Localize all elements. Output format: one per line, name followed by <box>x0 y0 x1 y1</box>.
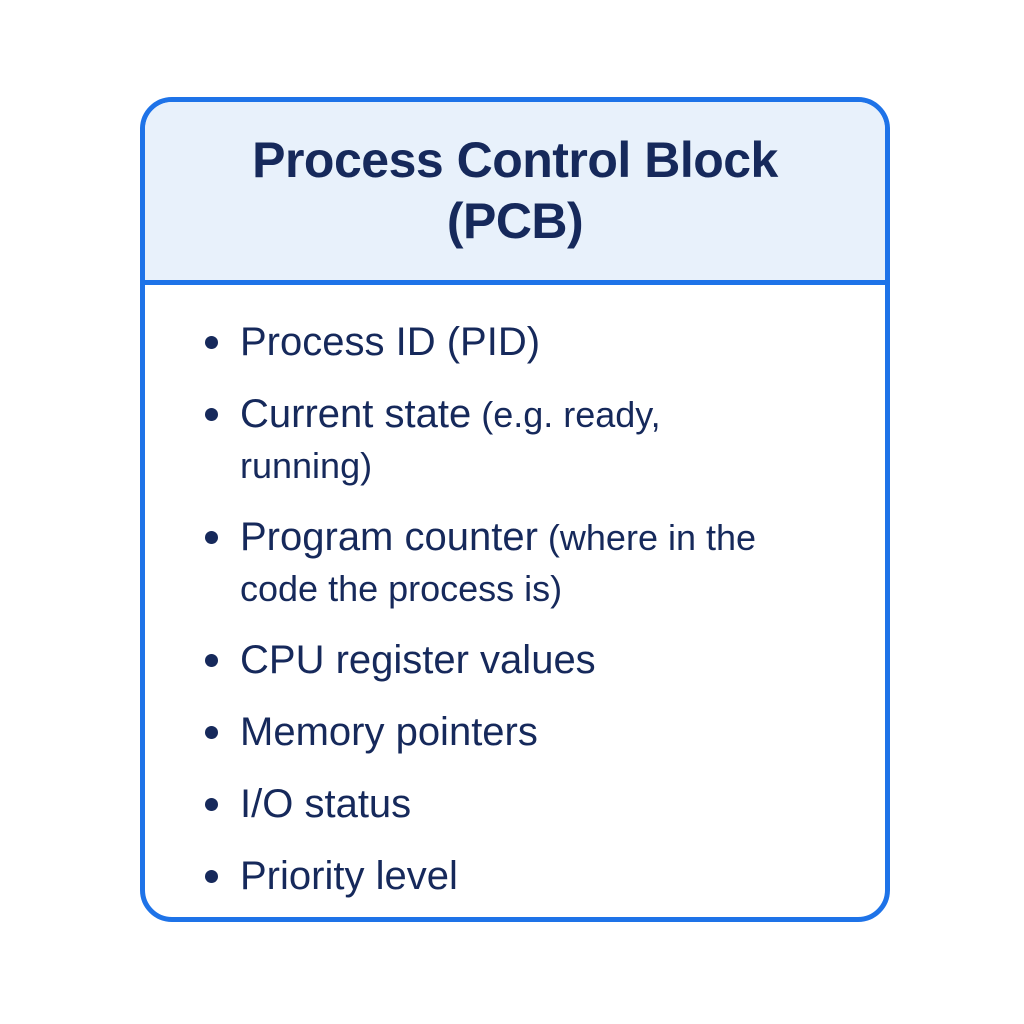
bullet-icon <box>205 654 218 667</box>
item-main: Memory pointers <box>240 710 538 754</box>
bullet-icon <box>205 336 218 349</box>
card-title-line2: (PCB) <box>446 193 584 249</box>
item-main: Current state <box>240 392 472 436</box>
card-header: Process Control Block (PCB) <box>145 102 885 285</box>
bullet-icon <box>205 408 218 421</box>
list-item: Program counter (where in the code the p… <box>205 512 840 614</box>
item-text: I/O status <box>240 779 411 830</box>
pcb-attribute-list: Process ID (PID) Current state (e.g. rea… <box>145 285 885 917</box>
item-text: Current state (e.g. ready, running) <box>240 389 785 491</box>
item-text: Program counter (where in the code the p… <box>240 512 785 614</box>
bullet-icon <box>205 870 218 883</box>
item-main: Process ID (PID) <box>240 320 541 364</box>
item-main: CPU register values <box>240 638 596 682</box>
item-text: CPU register values <box>240 635 596 686</box>
item-main: Priority level <box>240 854 458 898</box>
list-item: I/O status <box>205 779 840 830</box>
card-title-line1: Process Control Block <box>252 132 778 188</box>
item-main: Program counter <box>240 515 538 559</box>
item-note: (e.g. ready, running) <box>240 394 661 486</box>
pcb-card: Process Control Block (PCB) Process ID (… <box>140 97 890 922</box>
list-item: CPU register values <box>205 635 840 686</box>
list-item: Process ID (PID) <box>205 317 840 368</box>
bullet-icon <box>205 531 218 544</box>
list-item: Current state (e.g. ready, running) <box>205 389 840 491</box>
list-item: Memory pointers <box>205 707 840 758</box>
bullet-icon <box>205 726 218 739</box>
item-text: Priority level <box>240 851 458 902</box>
item-main: I/O status <box>240 782 412 826</box>
item-text: Process ID (PID) <box>240 317 540 368</box>
item-note: (where in the code the process is) <box>240 517 757 609</box>
list-item: Priority level <box>205 851 840 902</box>
item-text: Memory pointers <box>240 707 538 758</box>
bullet-icon <box>205 798 218 811</box>
